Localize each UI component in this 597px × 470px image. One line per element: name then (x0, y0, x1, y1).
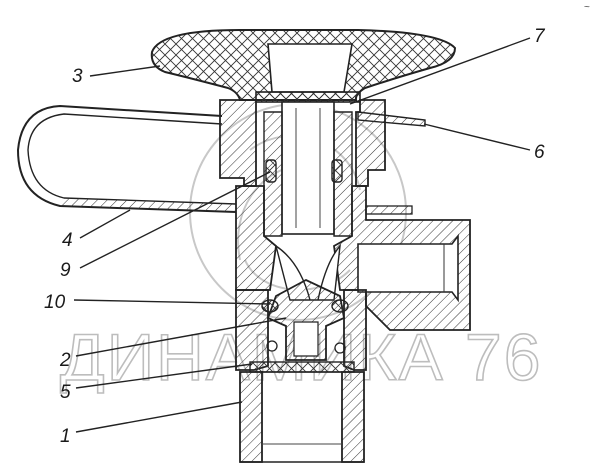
lower-body-right (343, 289, 367, 371)
connector (239, 371, 263, 463)
callout-7: 7 (534, 26, 546, 47)
callout-1: 1 (60, 426, 71, 447)
bracket (365, 205, 413, 215)
spindle (281, 101, 335, 235)
seal-disc (255, 91, 361, 103)
handle-loop-inner (27, 113, 237, 205)
callout-4: 4 (62, 230, 73, 251)
seat-cavity (293, 321, 319, 357)
lower-body-left (235, 289, 269, 371)
outlet-bore (357, 233, 459, 303)
connector-right (341, 371, 365, 463)
valve-seat-insert (266, 278, 346, 361)
corner-mark: ~ (584, 2, 590, 13)
o-ring-left (265, 159, 277, 183)
cap-right-wall (355, 99, 386, 187)
o-ring-right (331, 159, 343, 183)
callout-9: 9 (60, 260, 71, 281)
callout-3: 3 (72, 66, 83, 87)
callout-10: 10 (44, 292, 66, 313)
leader-lines (73, 37, 531, 433)
callout-2: 2 (59, 350, 71, 371)
cap-left-wall (219, 99, 257, 187)
handwheel-recess (267, 43, 353, 93)
callout-5: 5 (60, 382, 71, 403)
bottom-gasket (249, 361, 355, 373)
callout-6: 6 (534, 142, 545, 163)
handle-loop (16, 104, 237, 213)
